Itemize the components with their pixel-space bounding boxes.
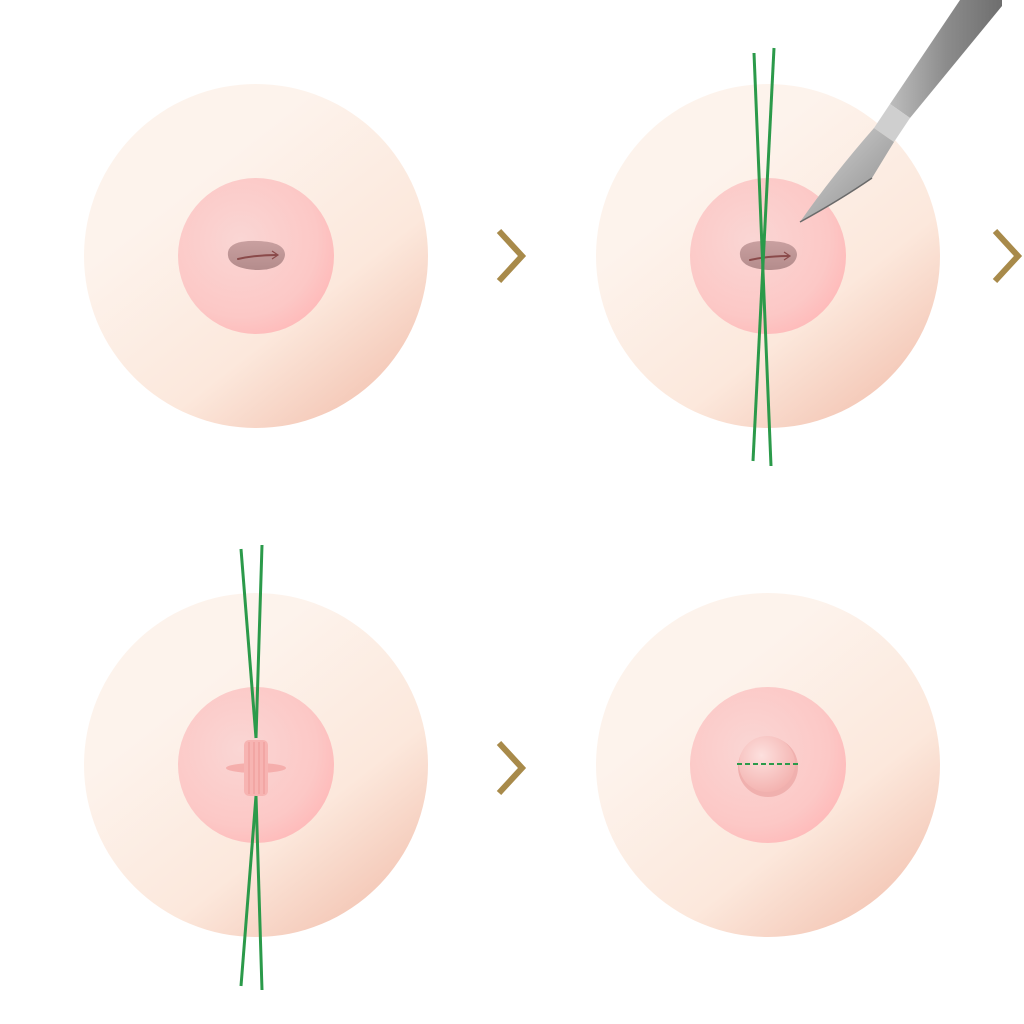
arrow-2-to-3 [992, 228, 1023, 284]
step-2-inverted-nipple [739, 240, 797, 270]
arrow-3-to-4 [496, 740, 527, 796]
step-1-inverted-nipple [227, 240, 285, 270]
step-4-everted-nipple [737, 736, 801, 797]
step-4-panel [596, 593, 940, 937]
step-3-panel [84, 544, 428, 991]
step-3-sutured-nipple [226, 740, 286, 796]
scalpel-icon [799, 0, 1002, 223]
step-2-panel [596, 0, 1002, 467]
step-2-suture-threads [751, 47, 776, 467]
arrow-1-to-2 [496, 228, 527, 284]
step-3-suture-threads [239, 544, 264, 991]
step-1-panel [84, 84, 428, 428]
